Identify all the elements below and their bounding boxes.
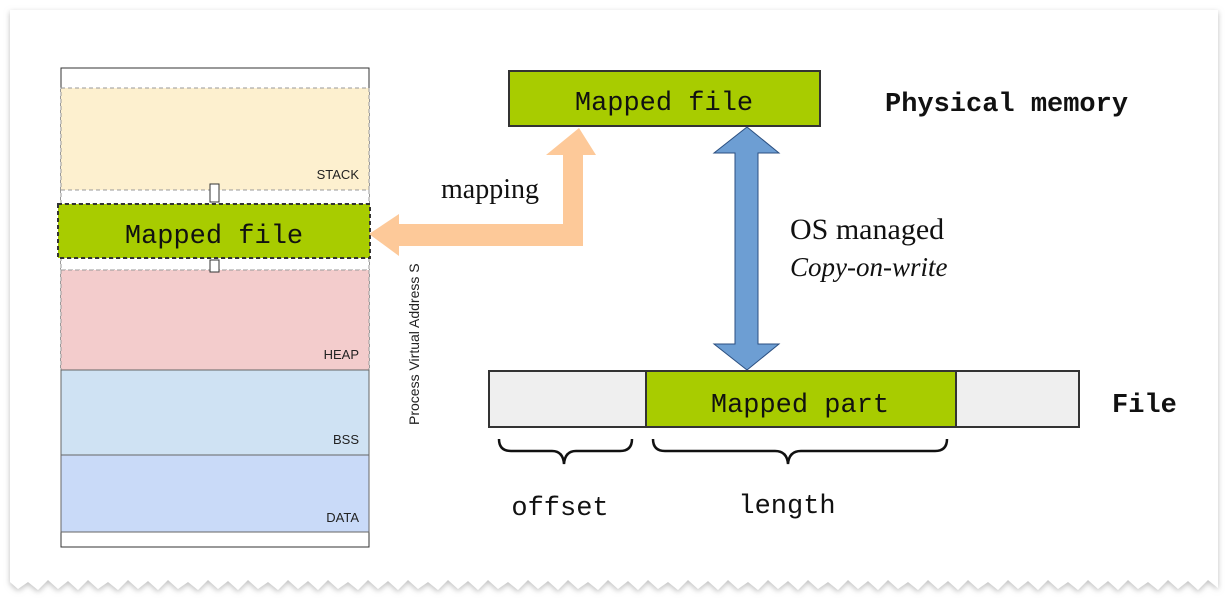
- file-title: File: [1112, 391, 1177, 421]
- heap-growth-marker: [209, 259, 220, 273]
- physical-mapped-file-box: [508, 70, 821, 127]
- address-space-axis-label: Process Virtual Address Space: [406, 233, 422, 425]
- bss-segment: [60, 369, 370, 456]
- file-mapped-part: [645, 370, 957, 428]
- mapping-label: mapping: [441, 174, 539, 205]
- mapping-arrow: [369, 128, 596, 256]
- file-bar: [488, 370, 1080, 428]
- bss-label: BSS: [333, 432, 359, 447]
- length-brace: [651, 438, 949, 465]
- mapped-file-region-label: Mapped file: [125, 222, 303, 252]
- physical-mapped-file-label: Mapped file: [575, 89, 753, 119]
- process-address-space: STACK HEAP BSS DATA Mapped file: [57, 67, 371, 548]
- file-remaining-part: [955, 370, 1080, 428]
- stack-growth-marker: [209, 183, 220, 203]
- heap-label: HEAP: [324, 347, 359, 362]
- offset-brace: [497, 438, 634, 465]
- stack-segment: [60, 87, 370, 191]
- stack-label: STACK: [317, 167, 360, 182]
- heap-segment: [60, 269, 370, 371]
- file-mapped-part-label: Mapped part: [711, 391, 889, 421]
- data-segment: [60, 454, 370, 533]
- file-offset-part: [488, 370, 647, 428]
- length-label: length: [738, 492, 835, 522]
- offset-label: offset: [511, 494, 608, 524]
- copy-on-write-label: Copy-on-write: [790, 252, 947, 282]
- physical-memory-title: Physical memory: [885, 90, 1128, 120]
- data-label: DATA: [326, 510, 359, 525]
- os-managed-label: OS managed: [790, 213, 944, 246]
- mapped-file-region: [57, 203, 371, 259]
